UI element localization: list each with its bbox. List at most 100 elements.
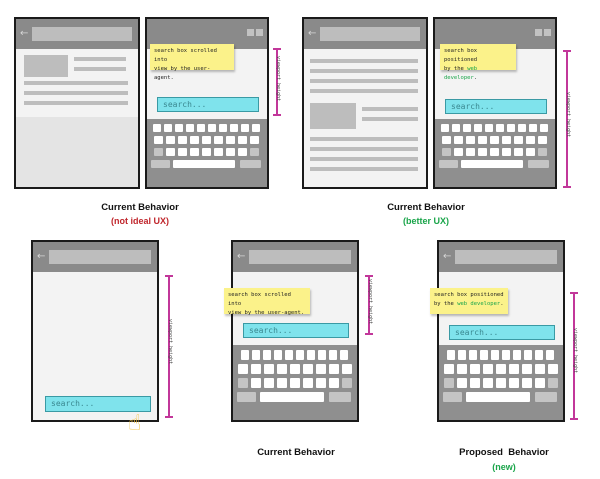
keyboard-key[interactable] (303, 378, 313, 388)
keyboard-key[interactable] (251, 364, 261, 374)
search-input[interactable]: search... (243, 323, 349, 338)
keyboard-key[interactable] (509, 364, 519, 374)
keyboard-key[interactable] (296, 350, 304, 360)
keyboard-key[interactable] (540, 124, 548, 132)
keyboard-key[interactable] (238, 378, 248, 388)
url-bar[interactable] (49, 250, 151, 264)
keyboard-key[interactable] (340, 350, 348, 360)
keyboard-key[interactable] (166, 136, 175, 144)
keyboard-key[interactable] (214, 148, 223, 156)
keyboard-key[interactable] (518, 124, 526, 132)
keyboard-key[interactable] (178, 148, 187, 156)
keyboard-key[interactable] (285, 350, 293, 360)
keyboard-key[interactable] (175, 124, 183, 132)
keyboard-key[interactable] (252, 124, 260, 132)
keyboard-key[interactable] (483, 364, 493, 374)
search-input[interactable]: search... (445, 99, 547, 114)
keyboard-key[interactable] (526, 136, 535, 144)
keyboard-key[interactable] (226, 148, 235, 156)
keyboard-key[interactable] (496, 364, 506, 374)
keyboard-key[interactable] (470, 378, 480, 388)
keyboard-key[interactable] (522, 364, 532, 374)
keyboard-key[interactable] (469, 350, 477, 360)
back-arrow-icon[interactable]: ← (443, 251, 452, 262)
keyboard-key[interactable] (202, 148, 211, 156)
keyboard-key[interactable] (316, 378, 326, 388)
keyboard-key[interactable] (490, 148, 499, 156)
keyboard-key[interactable] (490, 136, 499, 144)
keyboard-key[interactable] (164, 124, 172, 132)
keyboard-key[interactable] (166, 148, 175, 156)
keyboard-key[interactable] (251, 378, 261, 388)
keyboard-key[interactable] (470, 364, 480, 374)
keyboard-key[interactable] (316, 364, 326, 374)
keyboard-key[interactable] (342, 378, 352, 388)
keyboard-key[interactable] (474, 124, 482, 132)
back-arrow-icon[interactable]: ← (237, 251, 246, 262)
search-input[interactable]: search... (449, 325, 555, 340)
keyboard-key[interactable] (444, 364, 454, 374)
keyboard-key[interactable] (439, 160, 458, 168)
keyboard-key[interactable] (154, 148, 163, 156)
keyboard-key[interactable] (230, 124, 238, 132)
keyboard-key[interactable] (502, 136, 511, 144)
keyboard-key[interactable] (513, 350, 521, 360)
keyboard-key[interactable] (277, 364, 287, 374)
keyboard-key[interactable] (514, 136, 523, 144)
keyboard-key[interactable] (548, 364, 558, 374)
keyboard-key[interactable] (197, 124, 205, 132)
keyboard-key[interactable] (483, 378, 493, 388)
keyboard-key[interactable] (329, 378, 339, 388)
keyboard-key[interactable] (524, 350, 532, 360)
back-arrow-icon[interactable]: ← (308, 28, 317, 39)
keyboard-key[interactable] (237, 392, 256, 402)
search-input[interactable]: search... (157, 97, 259, 112)
space-bar[interactable] (461, 160, 523, 168)
keyboard-key[interactable] (457, 364, 467, 374)
keyboard-key[interactable] (529, 124, 537, 132)
keyboard-key[interactable] (454, 148, 463, 156)
keyboard-key[interactable] (178, 136, 187, 144)
keyboard-key[interactable] (457, 378, 467, 388)
keyboard-key[interactable] (154, 136, 163, 144)
keyboard-key[interactable] (502, 350, 510, 360)
space-bar[interactable] (466, 392, 530, 402)
keyboard-key[interactable] (496, 124, 504, 132)
keyboard-key[interactable] (329, 364, 339, 374)
keyboard-key[interactable] (522, 378, 532, 388)
keyboard-key[interactable] (329, 392, 351, 402)
keyboard-key[interactable] (250, 148, 259, 156)
keyboard-key[interactable] (151, 160, 170, 168)
keyboard-key[interactable] (186, 124, 194, 132)
keyboard-key[interactable] (307, 350, 315, 360)
keyboard-key[interactable] (478, 148, 487, 156)
keyboard-key[interactable] (241, 124, 249, 132)
keyboard-key[interactable] (226, 136, 235, 144)
keyboard-key[interactable] (528, 160, 549, 168)
back-arrow-icon[interactable]: ← (20, 28, 29, 39)
space-bar[interactable] (260, 392, 324, 402)
keyboard-key[interactable] (535, 392, 557, 402)
url-bar[interactable] (249, 250, 351, 264)
keyboard-key[interactable] (202, 136, 211, 144)
keyboard-key[interactable] (153, 124, 161, 132)
keyboard-key[interactable] (480, 350, 488, 360)
keyboard-key[interactable] (463, 124, 471, 132)
keyboard-key[interactable] (277, 378, 287, 388)
keyboard-key[interactable] (250, 136, 259, 144)
keyboard-key[interactable] (509, 378, 519, 388)
keyboard-key[interactable] (526, 148, 535, 156)
keyboard-key[interactable] (535, 378, 545, 388)
keyboard-key[interactable] (485, 124, 493, 132)
keyboard-key[interactable] (535, 350, 543, 360)
keyboard-key[interactable] (290, 378, 300, 388)
keyboard-key[interactable] (452, 124, 460, 132)
keyboard-key[interactable] (514, 148, 523, 156)
back-arrow-icon[interactable]: ← (37, 251, 46, 262)
keyboard-key[interactable] (329, 350, 337, 360)
keyboard-key[interactable] (318, 350, 326, 360)
keyboard-key[interactable] (458, 350, 466, 360)
keyboard-key[interactable] (241, 350, 249, 360)
keyboard-key[interactable] (491, 350, 499, 360)
keyboard-key[interactable] (466, 148, 475, 156)
